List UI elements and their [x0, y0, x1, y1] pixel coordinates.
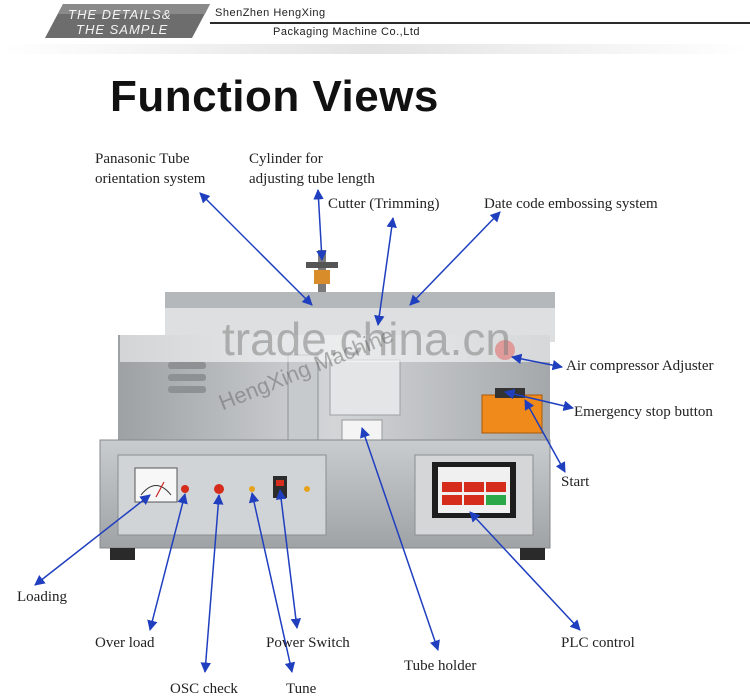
- arrow-start: [524, 399, 566, 473]
- label-tube-holder: Tube holder: [404, 658, 477, 674]
- label-loading: Loading: [17, 589, 67, 605]
- arrow-power: [275, 488, 302, 630]
- label-cutter: Cutter (Trimming): [328, 196, 440, 212]
- cylinder-body: [314, 270, 330, 284]
- label-emergency-stop: Emergency stop button: [574, 404, 713, 420]
- cutter-block: [329, 359, 401, 416]
- tune-knob: [249, 486, 255, 492]
- vent-slot: [168, 386, 206, 393]
- header-tab-shape: [45, 4, 210, 38]
- osc-check-button: [214, 484, 224, 494]
- arrow-air: [510, 353, 564, 371]
- overload-indicator: [181, 485, 189, 493]
- watermark-site: trade.china.cn: [222, 313, 511, 365]
- arrow-osc: [200, 493, 224, 674]
- company-name-line1: ShenZhen HengXing: [215, 7, 326, 19]
- page-title: Function Views: [110, 72, 439, 121]
- label-start: Start: [561, 474, 590, 490]
- header-tab-line2: THE SAMPLE: [76, 22, 169, 37]
- arrow-cylinder: [313, 188, 327, 262]
- label-power-switch: Power Switch: [266, 635, 350, 651]
- vent-slot: [168, 374, 206, 381]
- arrow-panasonic: [199, 192, 313, 306]
- label-cylinder-line1: Cylinder for: [249, 151, 323, 167]
- company-name-line2: Packaging Machine Co.,Ltd: [273, 26, 421, 38]
- label-date-code: Date code embossing system: [484, 196, 658, 212]
- header-rule: [210, 22, 750, 24]
- watermark-band: [120, 308, 750, 362]
- vent-slot: [168, 362, 206, 369]
- arrow-date-code: [409, 211, 501, 306]
- arrow-loading: [34, 494, 151, 586]
- arrow-emergency: [503, 389, 575, 411]
- label-tune: Tune: [286, 681, 317, 697]
- label-plc-control: PLC control: [561, 635, 635, 651]
- label-panasonic-line1: Panasonic Tube: [95, 151, 190, 167]
- header-shadow: [0, 44, 750, 54]
- header-tab-line1: THE DETAILS&: [68, 7, 172, 22]
- arrow-plc: [469, 511, 581, 631]
- cylinder-cap: [306, 262, 338, 268]
- label-osc-check: OSC check: [170, 681, 238, 697]
- arrow-over-load: [147, 492, 188, 632]
- arrow-tune: [248, 491, 296, 674]
- label-air-compressor: Air compressor Adjuster: [566, 358, 714, 374]
- start-indicator: [304, 486, 310, 492]
- arrow-cutter: [374, 216, 397, 327]
- label-cylinder-line2: adjusting tube length: [249, 171, 375, 187]
- label-panasonic-line2: orientation system: [95, 171, 206, 187]
- arrow-tube-holder: [360, 427, 440, 651]
- label-over-load: Over load: [95, 635, 155, 651]
